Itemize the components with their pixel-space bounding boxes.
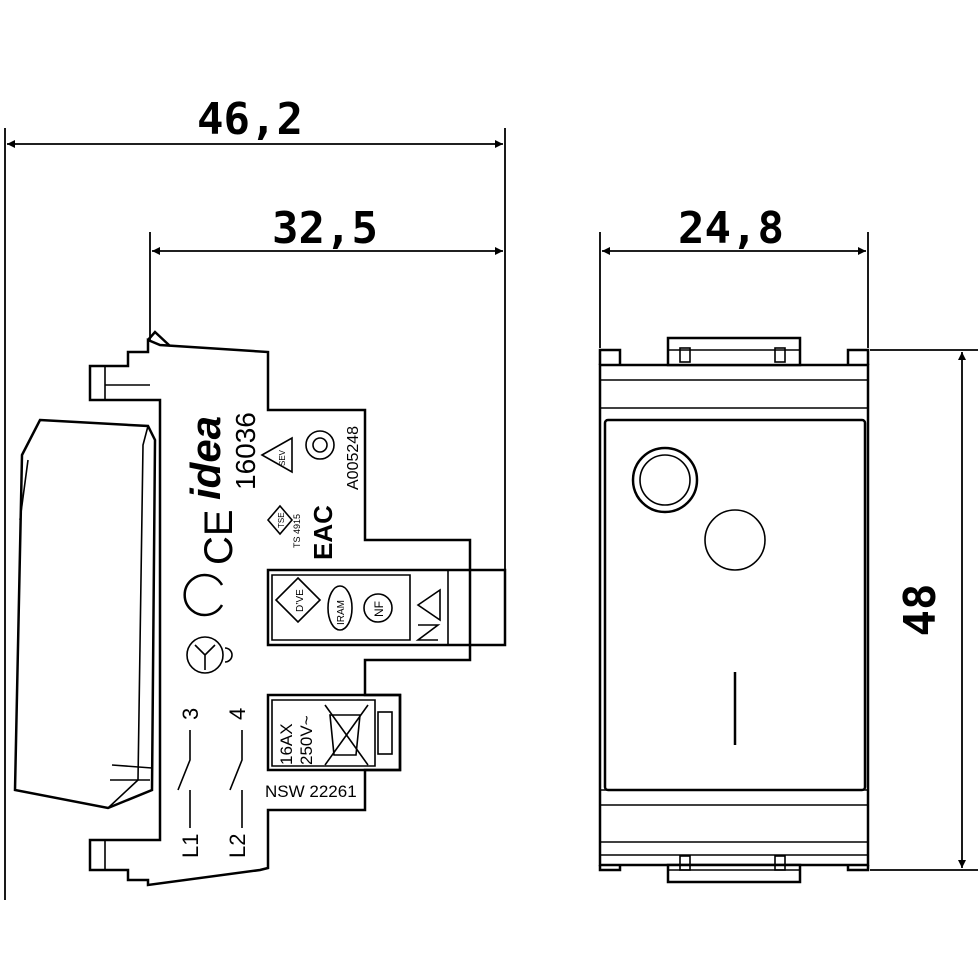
svg-text:idea: idea bbox=[182, 416, 229, 500]
standard-code: NSW 22261 bbox=[265, 782, 357, 801]
eac-mark: EAC bbox=[308, 505, 338, 560]
body-depth-value: 32,5 bbox=[272, 203, 378, 254]
model-number: 16036 bbox=[230, 412, 261, 490]
weee-bin-icon bbox=[324, 704, 369, 766]
ce-mark: CE bbox=[197, 509, 241, 565]
lower-terminal-block: 16AX 250V~ bbox=[266, 693, 402, 772]
ccs-mark bbox=[305, 430, 335, 460]
ts-standard: TS 4915 bbox=[292, 514, 302, 548]
iram-mark: IRAM bbox=[336, 600, 347, 625]
switch-contacts bbox=[177, 730, 243, 828]
tse-mark: TSE bbox=[266, 504, 294, 536]
rating-current: 16AX bbox=[277, 723, 296, 765]
dimension-overall-depth: 46,2 bbox=[4, 94, 506, 900]
sev-mark: SEV bbox=[260, 436, 293, 474]
dimension-body-depth: 32,5 bbox=[149, 203, 503, 345]
rating-voltage: 250V~ bbox=[297, 715, 316, 765]
overall-depth-value: 46,2 bbox=[197, 94, 303, 145]
svg-text:TSE: TSE bbox=[277, 512, 286, 528]
rocker bbox=[13, 418, 157, 810]
front-view bbox=[598, 336, 870, 884]
dimension-height: 48 bbox=[870, 349, 978, 871]
approval-code: A005248 bbox=[345, 426, 362, 490]
upper-terminal-block: D’VE IRAM NF bbox=[266, 568, 472, 647]
height-value: 48 bbox=[895, 584, 946, 637]
front-width-value: 24,8 bbox=[678, 203, 784, 254]
terminal-3: 3 bbox=[178, 708, 203, 720]
front-frame bbox=[598, 363, 870, 867]
indicator-dot bbox=[704, 509, 766, 571]
idea-logo: idea bbox=[182, 416, 229, 500]
terminal-4: 4 bbox=[225, 708, 250, 720]
c-mark bbox=[183, 573, 224, 617]
side-view: idea 16036 A005248 SEV TSE TS 4915 EAC C… bbox=[13, 330, 507, 887]
indicator-ring bbox=[631, 446, 699, 514]
nf-mark: NF bbox=[372, 601, 386, 617]
terminal-l1: L1 bbox=[178, 834, 203, 858]
side-body bbox=[88, 338, 507, 887]
lamp-symbol bbox=[186, 636, 233, 674]
dimension-front-width: 24,8 bbox=[599, 203, 869, 348]
dve-mark: D’VE bbox=[295, 589, 306, 612]
terminal-l2: L2 bbox=[225, 834, 250, 858]
svg-text:SEV: SEV bbox=[278, 449, 287, 466]
